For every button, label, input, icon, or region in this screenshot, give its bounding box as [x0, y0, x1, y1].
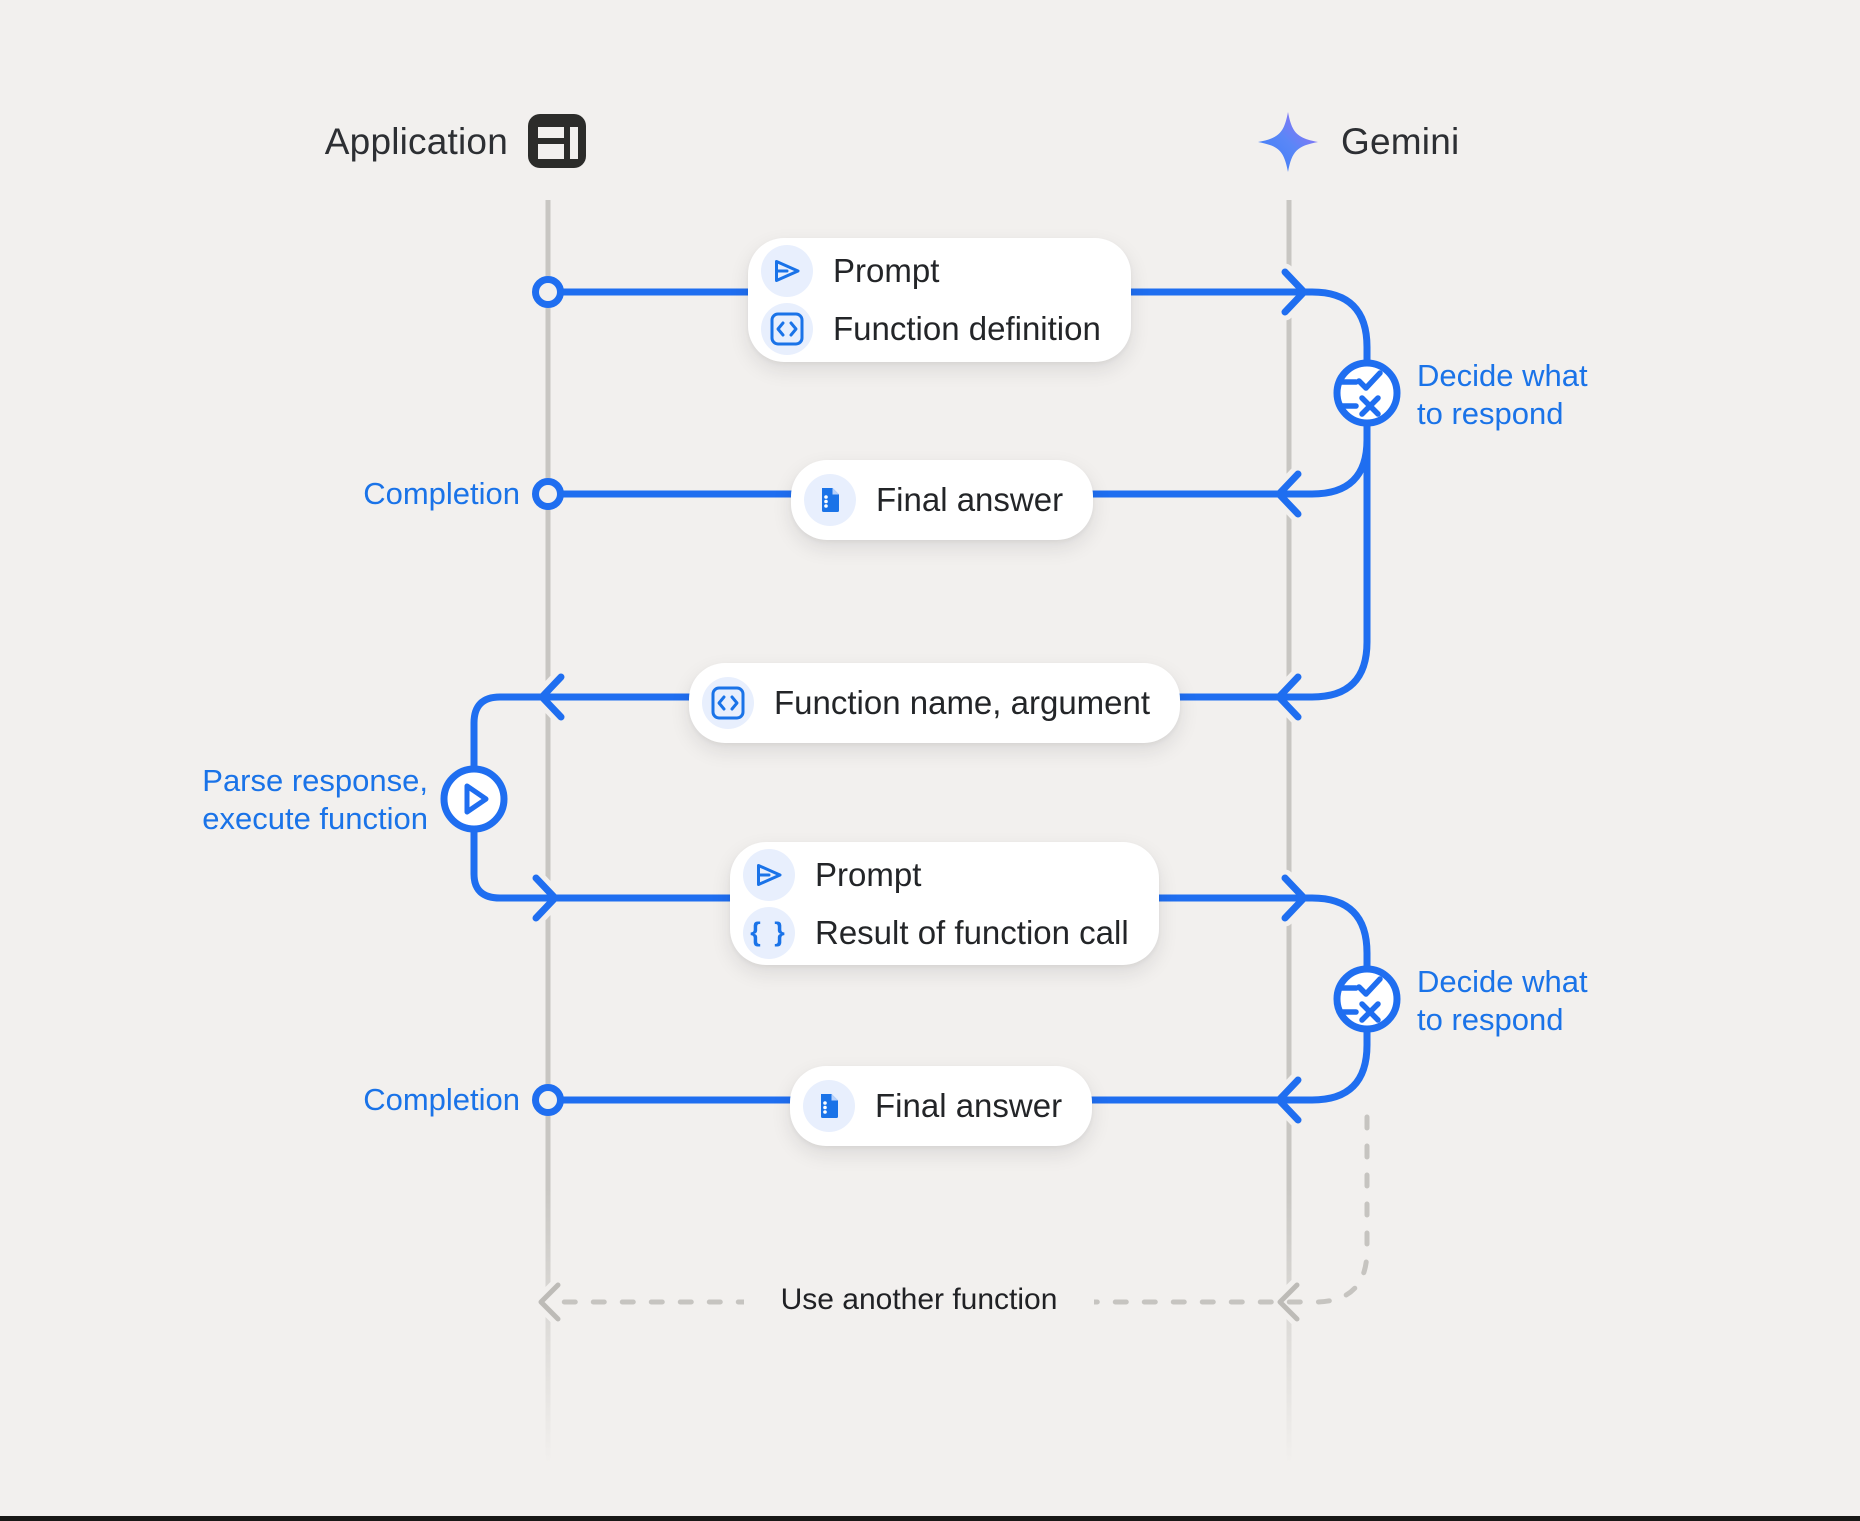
arrowhead-prompt2-to-gemini: [1281, 874, 1308, 922]
decide-label-1: Decide what to respond: [1417, 357, 1588, 433]
braces-icon: { }: [743, 906, 795, 959]
pill-label: Function name, argument: [774, 684, 1151, 721]
pill-label: Final answer: [876, 481, 1064, 518]
completion-marker-1: [532, 478, 564, 510]
checklist-decision-icon: [1338, 370, 1383, 417]
pill-row: Final answer: [790, 1080, 1092, 1132]
pill-label: Result of function call: [815, 913, 1129, 951]
pill-prompt-result: Prompt { } Result of function call: [730, 842, 1159, 965]
app-window-icon: [528, 114, 586, 168]
arrowhead-final-answer-2: [1275, 1076, 1302, 1124]
checklist-decision-icon: [1338, 976, 1383, 1023]
pill-function-name-argument: Function name, argument: [689, 663, 1181, 743]
use-another-function-label: Use another function: [744, 1281, 1094, 1319]
retry-dashed-path: [533, 1114, 1370, 1327]
arrowhead-prompt-to-gemini: [1281, 268, 1308, 316]
arrowhead-function-name-gemini: [1275, 673, 1302, 721]
code-icon: [702, 677, 754, 729]
pill-prompt-function-definition: Prompt Function definition: [748, 238, 1131, 362]
document-icon: [803, 1080, 855, 1132]
completion-marker-2: [532, 1084, 564, 1116]
retry-arrowhead-gemini: [1277, 1282, 1300, 1322]
decide-label-line: to respond: [1417, 396, 1564, 431]
start-marker: [532, 276, 564, 308]
play-icon: [464, 783, 489, 815]
execute-node: [440, 765, 508, 833]
pill-row: Prompt: [748, 245, 1131, 297]
completion-label-1: Completion: [363, 476, 520, 511]
gemini-header-label: Gemini: [1341, 121, 1460, 162]
decide-label-line: Decide what: [1417, 358, 1588, 393]
pill-row: Final answer: [791, 474, 1093, 526]
parse-execute-line: execute function: [202, 801, 428, 836]
code-icon: [761, 303, 813, 355]
decide-label-2: Decide what to respond: [1417, 963, 1588, 1039]
pill-final-answer-2: Final answer: [790, 1066, 1093, 1146]
parse-execute-line: Parse response,: [202, 763, 428, 798]
bottom-edge-bar: [0, 1516, 1860, 1521]
pill-label: Prompt: [815, 855, 922, 893]
pill-label: Function definition: [833, 310, 1101, 347]
pill-row: Function definition: [748, 303, 1131, 355]
decision-node-2: [1333, 965, 1401, 1033]
send-icon: [761, 245, 813, 297]
decide-label-line: Decide what: [1417, 964, 1588, 999]
pill-row: Prompt: [730, 848, 1159, 901]
pill-final-answer-1: Final answer: [791, 460, 1094, 540]
pill-row: Function name, argument: [689, 677, 1180, 729]
arrowhead-prompt2-from-application: [532, 874, 559, 922]
application-header-label: Application: [324, 121, 508, 162]
arrowhead-function-name-application: [538, 673, 565, 721]
document-icon: [804, 474, 856, 526]
completion-label-2: Completion: [363, 1082, 520, 1117]
decide-label-line: to respond: [1417, 1002, 1564, 1037]
pill-label: Prompt: [833, 252, 940, 289]
pill-row: { } Result of function call: [730, 906, 1159, 959]
retry-arrowhead-application: [538, 1282, 561, 1322]
flow-path-final-answer-branch: [544, 436, 1371, 498]
gemini-spark-icon: [1258, 112, 1318, 172]
pill-label: Final answer: [875, 1087, 1063, 1124]
arrowhead-final-answer-1: [1275, 470, 1302, 518]
parse-execute-label: Parse response, execute function: [148, 762, 428, 838]
send-icon: [743, 848, 795, 901]
decision-node-1: [1333, 359, 1401, 427]
